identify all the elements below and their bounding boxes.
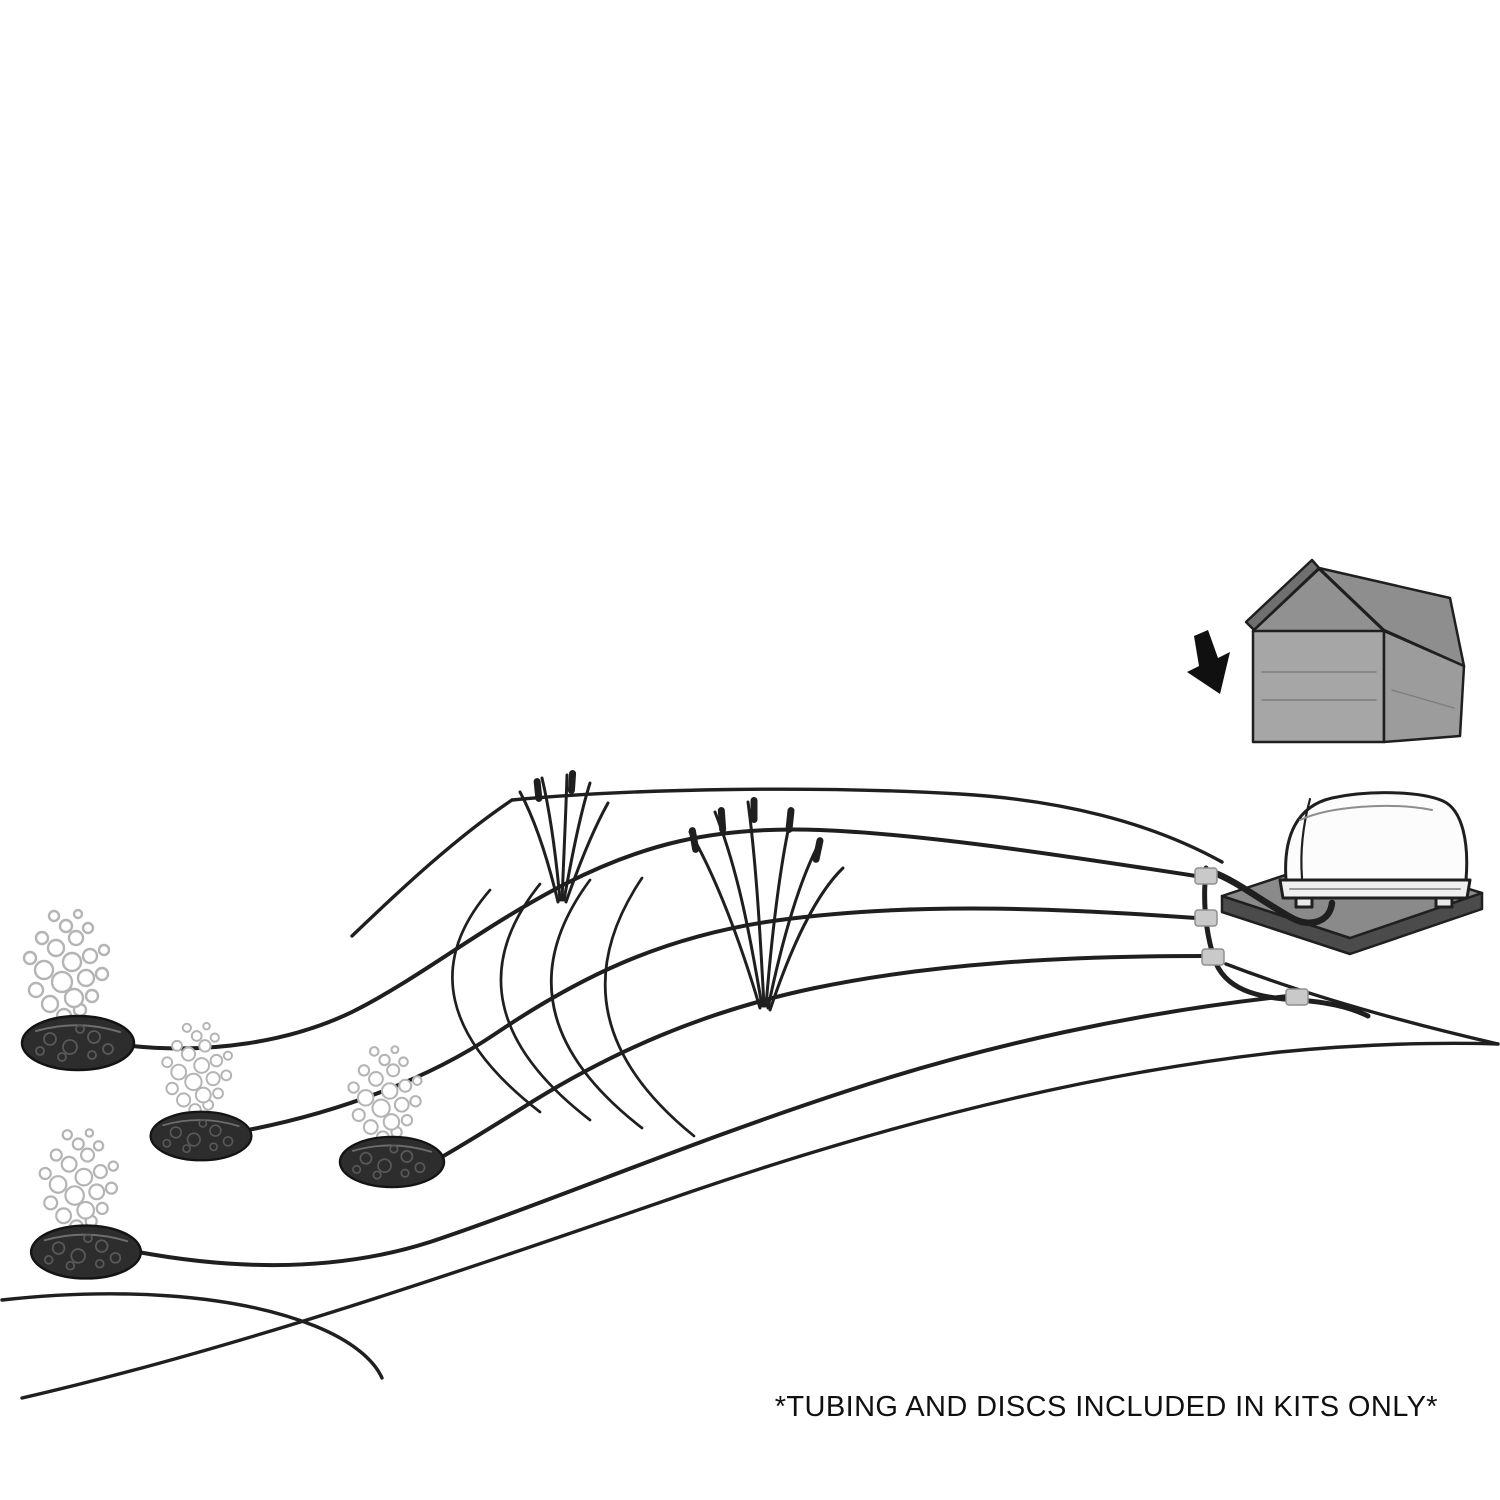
connector-fitting [1285, 988, 1309, 1006]
cattail-blade [746, 800, 766, 1008]
cattail-blade [688, 830, 762, 1010]
cattails-icon [518, 770, 610, 904]
connector-fitting [1194, 909, 1218, 927]
cattail-blade [540, 776, 562, 902]
arrow-down-right-icon [1187, 630, 1230, 694]
kit-inclusion-footnote: *TUBING AND DISCS INCLUDED IN KITS ONLY* [774, 1391, 1438, 1423]
shoreline-far [510, 787, 1224, 864]
airline-tubing [130, 827, 1290, 1267]
pump-foot [1434, 896, 1454, 909]
pump-body-highlight [1299, 804, 1433, 821]
connector-fitting [1194, 867, 1218, 885]
pump-hose [1208, 868, 1336, 926]
shed-texture [1261, 671, 1455, 709]
shoreline-right [1224, 962, 1500, 1046]
pond-shoreline [0, 787, 1500, 1400]
bubbles-icon [22, 908, 111, 1025]
aerator-disc-icon [338, 1135, 446, 1189]
aerator-disc-icon [20, 1014, 136, 1072]
bubbles-icon [347, 1045, 423, 1145]
pump-body [1284, 791, 1469, 882]
aerator-disc-icon [29, 1223, 143, 1281]
shoreline-bottom-left [0, 1292, 384, 1380]
cattail-blade [560, 773, 569, 902]
shoreline-near [20, 1041, 1500, 1400]
shed-side-wall [1382, 629, 1466, 744]
cattail-blade [564, 801, 610, 904]
aerator-disc-icon [149, 1110, 253, 1162]
shoreline-left [350, 798, 514, 938]
shed-gable-shadow [1251, 567, 1386, 633]
cattail-blade [562, 781, 592, 902]
ripple-arc [499, 882, 592, 1122]
cattail-heads [688, 797, 824, 863]
cattail-heads [533, 770, 577, 802]
water-ripples [451, 876, 696, 1138]
arrow-shape [1187, 630, 1230, 694]
pump-body-seam [1300, 797, 1312, 880]
ripple-arc [549, 878, 644, 1130]
shed-icon [1244, 558, 1466, 744]
connector-fitting [1201, 948, 1225, 966]
cattails-icon [688, 797, 845, 1012]
cattail-blade [768, 866, 845, 1012]
air-pump-icon [1208, 791, 1472, 926]
bubbles-icon [161, 1021, 233, 1117]
cattail-blade [713, 810, 764, 1008]
air-bubbles [22, 908, 423, 1235]
ripple-arc [603, 876, 696, 1138]
tubing-line-3 [438, 954, 1206, 1160]
tubing-line-1 [130, 827, 1198, 1051]
pump-foot [1294, 896, 1314, 909]
tubing-connectors [1194, 867, 1309, 1006]
bubbles-icon [38, 1128, 119, 1235]
illustration-root [0, 558, 1500, 1400]
cattail-blade [764, 810, 794, 1008]
cattail-blade [518, 790, 560, 904]
tubing-line-4 [136, 994, 1290, 1267]
ripple-arc [451, 888, 542, 1114]
cattail-blade [766, 840, 822, 1010]
